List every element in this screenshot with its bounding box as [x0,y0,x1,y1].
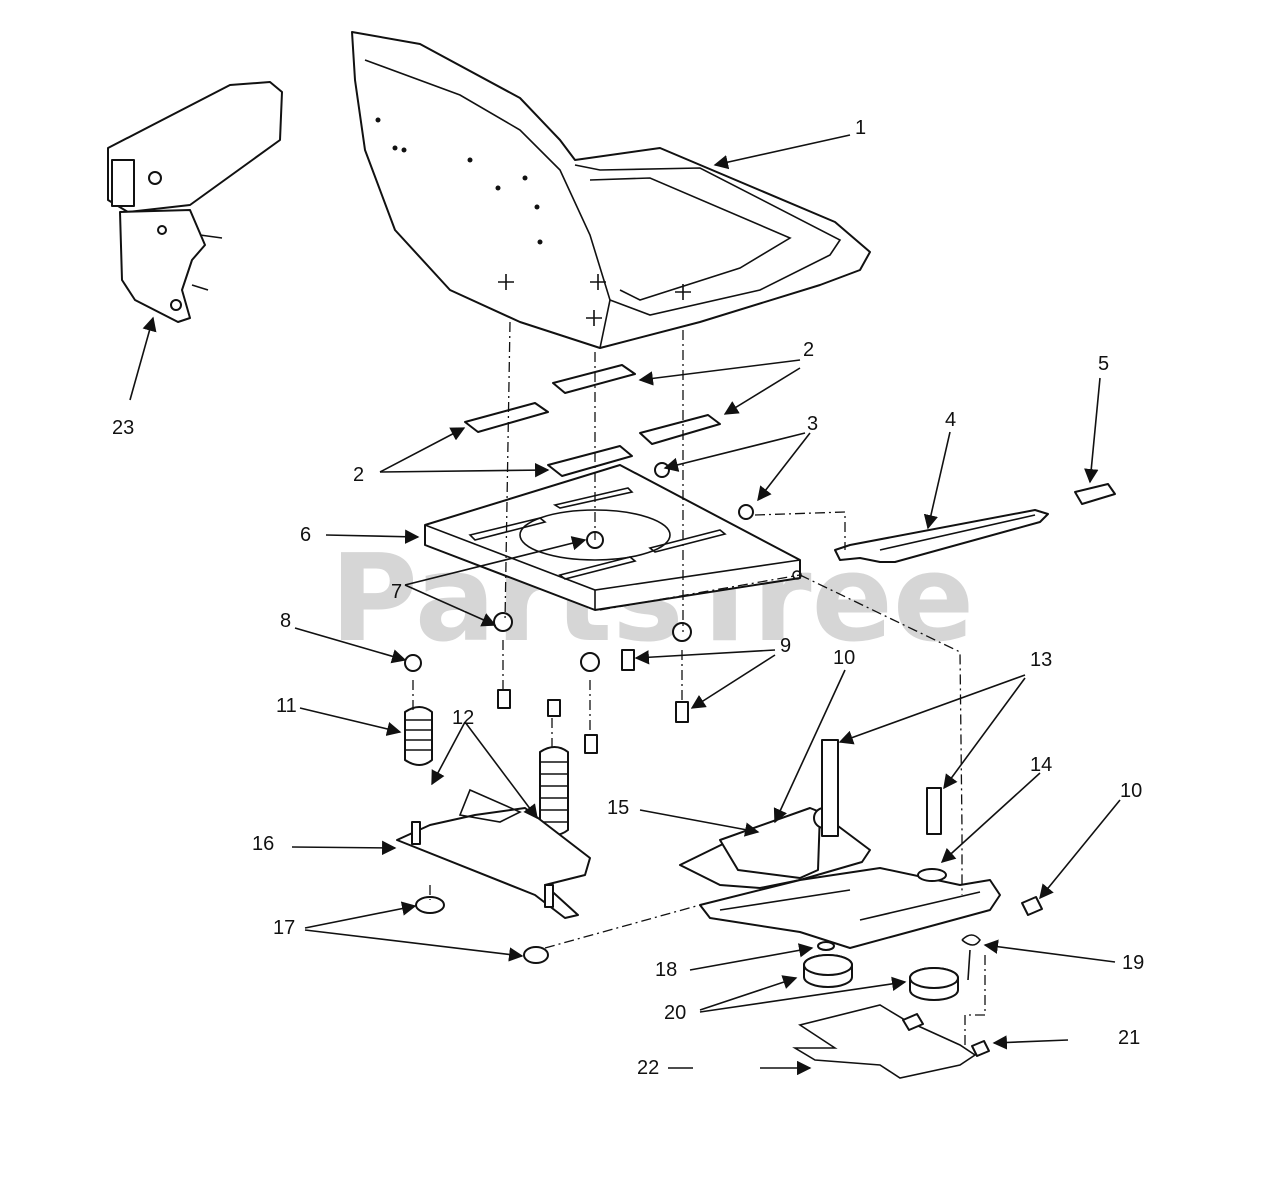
callout-10-left: 10 [833,647,855,669]
callout-8: 8 [280,610,291,632]
construction-lines [412,321,986,1046]
part-20-rollers [803,954,959,1001]
callout-22: 22 [637,1057,659,1079]
part-2-pads [464,364,721,477]
part-6-seat-plate [424,464,802,611]
callout-4: 4 [945,409,956,431]
callout-2-top: 2 [803,339,814,361]
part-22-handle [792,1004,990,1079]
part-23-bracket [107,81,283,323]
callout-19: 19 [1122,952,1144,974]
callout-15: 15 [607,797,629,819]
callout-20: 20 [664,1002,686,1024]
callout-3: 3 [807,413,818,435]
part-1-seat [351,31,871,349]
callout-10-right: 10 [1120,780,1142,802]
callout-21: 21 [1118,1027,1140,1049]
callout-23: 23 [112,417,134,439]
callout-18: 18 [655,959,677,981]
part-13-pins [821,739,942,837]
part-14-slide-rail [699,867,1001,949]
part-4-adjuster [834,509,1049,563]
callout-6: 6 [300,524,311,546]
callout-7: 7 [391,581,402,603]
part-5-cap [1074,483,1116,505]
callout-1: 1 [855,117,866,139]
callout-labels: 1 2 2 3 4 5 6 7 8 9 10 10 11 12 13 14 15… [112,117,1144,1079]
callout-12: 12 [452,707,474,729]
part-11-springs [404,706,569,836]
callout-13: 13 [1030,649,1052,671]
part-18-washer [817,941,835,951]
callout-14: 14 [1030,754,1052,776]
callout-5: 5 [1098,353,1109,375]
part-16-lower-plate [396,788,591,919]
part-19-spring [961,934,981,981]
leader-lines [129,134,1121,1076]
callout-2-left: 2 [353,464,364,486]
callout-11: 11 [276,695,297,717]
callout-9: 9 [780,635,791,657]
callout-17: 17 [273,917,295,939]
callout-16: 16 [252,833,274,855]
